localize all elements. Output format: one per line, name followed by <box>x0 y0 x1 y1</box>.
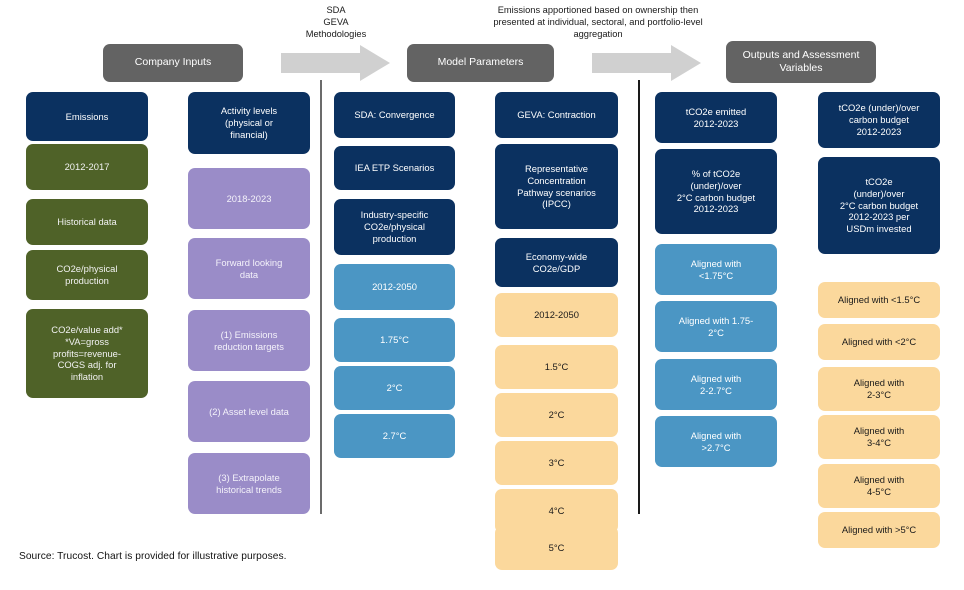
node-box[interactable]: 2012-2017 <box>26 144 148 190</box>
node-box[interactable]: tCO2e emitted 2012-2023 <box>655 92 777 143</box>
node-box[interactable]: 4°C <box>495 489 618 533</box>
node-box[interactable]: Aligned with 2-2.7°C <box>655 359 777 410</box>
node-box[interactable]: Activity levels (physical or financial) <box>188 92 310 154</box>
node-box[interactable]: Aligned with >5°C <box>818 512 940 548</box>
node-box[interactable]: 2018-2023 <box>188 168 310 229</box>
transition-caption-apportionment: Emissions apportioned based on ownership… <box>493 5 703 39</box>
node-box[interactable]: Aligned with <1.75°C <box>655 244 777 295</box>
node-box[interactable]: tCO2e (under)/over 2°C carbon budget 201… <box>818 157 940 254</box>
divider-parameters-outputs <box>638 80 640 514</box>
node-box[interactable]: Aligned with 3-4°C <box>818 415 940 459</box>
node-box[interactable]: 5°C <box>495 526 618 570</box>
node-box[interactable]: Aligned with 2-3°C <box>818 367 940 411</box>
node-box[interactable]: SDA: Convergence <box>334 92 455 138</box>
node-box[interactable]: Aligned with 1.75- 2°C <box>655 301 777 352</box>
node-box[interactable]: tCO2e (under)/over carbon budget 2012-20… <box>818 92 940 148</box>
node-box[interactable]: Aligned with >2.7°C <box>655 416 777 467</box>
node-box[interactable]: Representative Concentration Pathway sce… <box>495 144 618 229</box>
node-box[interactable]: 2012-2050 <box>334 264 455 310</box>
node-box[interactable]: IEA ETP Scenarios <box>334 146 455 190</box>
node-box[interactable]: 1.75°C <box>334 318 455 362</box>
transition-caption-methodologies: SDA GEVA Methodologies <box>305 5 367 39</box>
right-arrow-icon-apportionment <box>592 45 701 81</box>
node-box[interactable]: Aligned with 4-5°C <box>818 464 940 508</box>
node-box[interactable]: Aligned with <1.5°C <box>818 282 940 318</box>
node-box[interactable]: Emissions <box>26 92 148 141</box>
node-box[interactable]: (2) Asset level data <box>188 381 310 442</box>
node-box[interactable]: Forward looking data <box>188 238 310 299</box>
source-note: Source: Trucost. Chart is provided for i… <box>19 551 287 562</box>
node-box[interactable]: 2°C <box>334 366 455 410</box>
node-box[interactable]: Economy-wide CO2e/GDP <box>495 238 618 287</box>
node-box[interactable]: (3) Extrapolate historical trends <box>188 453 310 514</box>
node-box[interactable]: CO2e/value add* *VA=gross profits=revenu… <box>26 309 148 398</box>
phase-header-company-inputs: Company Inputs <box>103 44 243 82</box>
node-box[interactable]: (1) Emissions reduction targets <box>188 310 310 371</box>
node-box[interactable]: % of tCO2e (under)/over 2°C carbon budge… <box>655 149 777 234</box>
node-box[interactable]: 2012-2050 <box>495 293 618 337</box>
divider-inputs-parameters <box>320 80 322 514</box>
node-box[interactable]: GEVA: Contraction <box>495 92 618 138</box>
phase-header-outputs: Outputs and Assessment Variables <box>726 41 876 83</box>
node-box[interactable]: 2°C <box>495 393 618 437</box>
node-box[interactable]: 1.5°C <box>495 345 618 389</box>
node-box[interactable]: Industry-specific CO2e/physical producti… <box>334 199 455 255</box>
phase-header-model-parameters: Model Parameters <box>407 44 554 82</box>
node-box[interactable]: 2.7°C <box>334 414 455 458</box>
node-box[interactable]: CO2e/physical production <box>26 250 148 300</box>
node-box[interactable]: 3°C <box>495 441 618 485</box>
node-box[interactable]: Historical data <box>26 199 148 245</box>
node-box[interactable]: Aligned with <2°C <box>818 324 940 360</box>
right-arrow-icon-methodologies <box>281 45 390 81</box>
